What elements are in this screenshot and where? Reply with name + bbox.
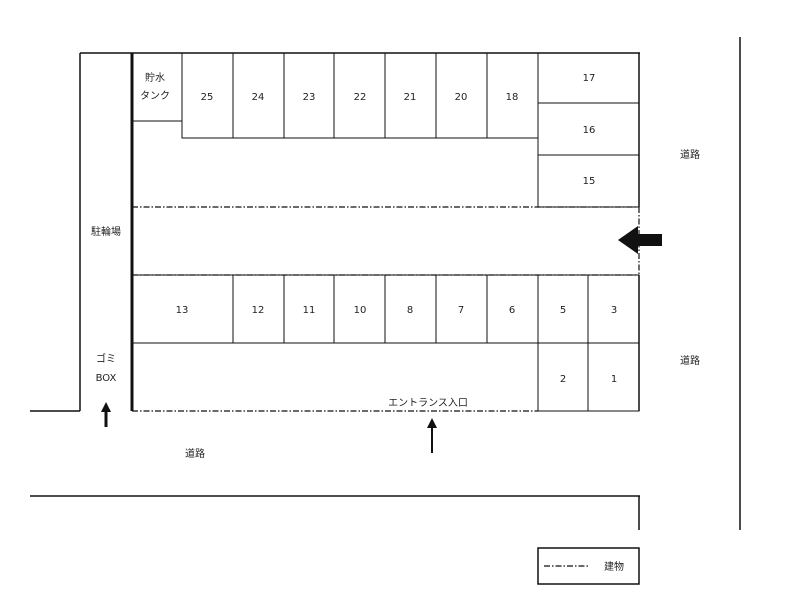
space-label-13: 13 xyxy=(176,305,189,316)
right-column-spaces xyxy=(537,52,640,208)
space-label-24: 24 xyxy=(252,92,265,103)
space-label-7: 7 xyxy=(458,305,464,316)
legend-box xyxy=(537,547,640,585)
space-label-25: 25 xyxy=(201,92,214,103)
arrow-right-entry-icon xyxy=(618,226,662,254)
water-tank-box xyxy=(131,52,183,122)
road-label-right-top: 道路 xyxy=(680,148,700,161)
legend-building-label: 建物 xyxy=(604,560,624,573)
space-label-12: 12 xyxy=(252,305,265,316)
space-label-17: 17 xyxy=(583,73,596,84)
water-tank-label-line1: 貯水 xyxy=(145,72,165,84)
space-label-15: 15 xyxy=(583,176,596,187)
space-label-16: 16 xyxy=(583,125,596,136)
bottom-right-spaces xyxy=(537,342,640,412)
space-label-23: 23 xyxy=(303,92,316,103)
road-label-bottom: 道路 xyxy=(185,447,205,460)
parking-space-1 xyxy=(587,342,640,412)
space-label-8: 8 xyxy=(407,305,413,316)
space-label-10: 10 xyxy=(354,305,367,316)
space-label-6: 6 xyxy=(509,305,515,316)
road-label-right-bottom: 道路 xyxy=(680,354,700,367)
space-label-11: 11 xyxy=(303,305,316,316)
space-label-3: 3 xyxy=(611,305,617,316)
space-label-20: 20 xyxy=(455,92,468,103)
space-label-2: 2 xyxy=(560,374,566,385)
area-labels: 貯水 タンク 駐輪場 ゴミ BOX エントランス入口 道路 道路 道路 xyxy=(91,72,700,460)
space-label-21: 21 xyxy=(404,92,417,103)
space-number-labels: 25 24 23 22 21 20 18 17 16 15 13 12 11 1… xyxy=(176,73,618,385)
space-label-22: 22 xyxy=(354,92,367,103)
arrow-up-entrance-icon xyxy=(427,418,437,453)
arrow-up-garbage-icon xyxy=(101,402,111,427)
space-label-5: 5 xyxy=(560,305,566,316)
space-label-18: 18 xyxy=(506,92,519,103)
entrance-label: エントランス入口 xyxy=(388,397,468,409)
water-tank-label-line2: タンク xyxy=(140,90,170,102)
legend: 建物 xyxy=(537,547,640,585)
bicycle-parking-label: 駐輪場 xyxy=(91,225,121,238)
garbage-box-label-line2: BOX xyxy=(96,373,117,384)
top-row-spaces xyxy=(131,52,539,139)
garbage-box-label-line1: ゴミ xyxy=(96,352,116,365)
space-label-1: 1 xyxy=(611,374,617,385)
